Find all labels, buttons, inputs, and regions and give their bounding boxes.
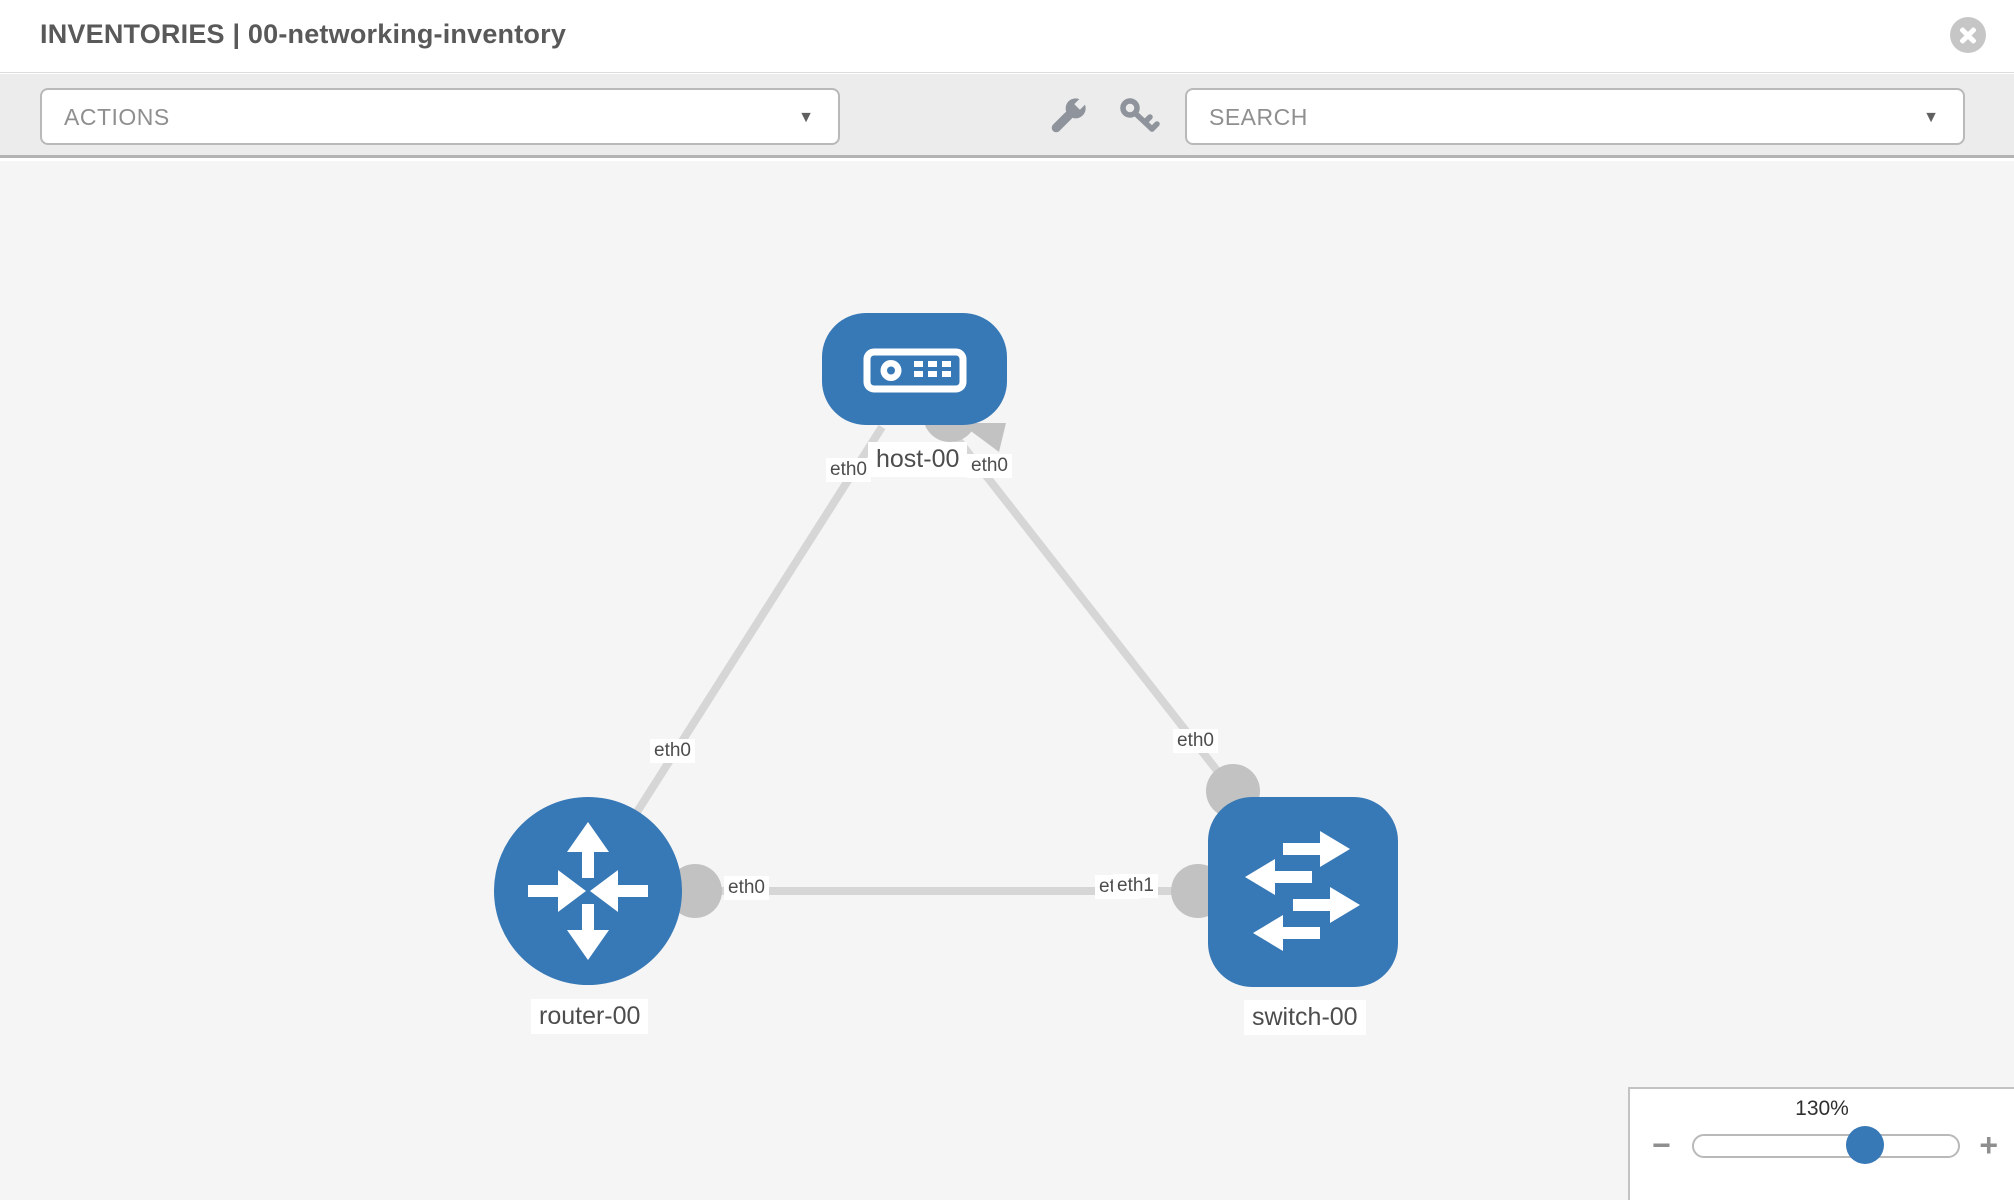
zoom-panel: 130% − + bbox=[1628, 1087, 2014, 1200]
actions-dropdown[interactable]: ACTIONS ▼ bbox=[40, 88, 840, 145]
node-label-switch: switch-00 bbox=[1244, 1000, 1366, 1035]
header: INVENTORIES | 00-networking-inventory bbox=[0, 0, 2014, 73]
interface-label: eth0 bbox=[650, 739, 695, 763]
topology-svg bbox=[494, 313, 1398, 987]
interface-label: eth0 bbox=[724, 876, 769, 900]
host-device-icon bbox=[863, 348, 967, 393]
actions-dropdown-label: ACTIONS bbox=[64, 104, 170, 130]
chevron-down-icon: ▼ bbox=[798, 109, 814, 126]
interface-label: eth0 bbox=[1173, 729, 1218, 753]
search-dropdown-label: SEARCH bbox=[1209, 104, 1308, 130]
links bbox=[633, 424, 1237, 895]
node-host-00[interactable] bbox=[822, 313, 1007, 425]
switch-arrows-icon bbox=[1245, 831, 1360, 951]
search-dropdown[interactable]: SEARCH ▼ bbox=[1185, 88, 1965, 145]
interface-label: eth1 bbox=[1113, 874, 1158, 898]
zoom-slider-track[interactable] bbox=[1692, 1126, 1960, 1164]
zoom-out-button[interactable]: − bbox=[1652, 1127, 1671, 1163]
wrench-icon[interactable] bbox=[1048, 94, 1092, 138]
topology-canvas[interactable]: eth0 host-00 eth0 eth0 eth0 eth0 eth0 et… bbox=[0, 161, 2014, 1200]
zoom-level: 130% bbox=[1795, 1097, 1849, 1120]
interface-label: eth0 bbox=[967, 454, 1012, 478]
node-label-host: host-00 bbox=[868, 442, 968, 477]
connector-router-right[interactable] bbox=[668, 864, 722, 918]
page-title: INVENTORIES | 00-networking-inventory bbox=[40, 19, 567, 49]
key-icon[interactable] bbox=[1118, 96, 1162, 140]
zoom-slider-row: − + bbox=[1630, 1126, 2014, 1171]
node-label-router: router-00 bbox=[531, 999, 649, 1034]
zoom-in-button[interactable]: + bbox=[1979, 1127, 1998, 1163]
interface-label: eth0 bbox=[826, 458, 871, 482]
node-switch-00[interactable] bbox=[1208, 797, 1398, 987]
toolbar: ACTIONS ▼ SEAR bbox=[0, 74, 2014, 158]
connector-host-arrow bbox=[960, 423, 1006, 452]
node-router-00[interactable] bbox=[494, 797, 682, 985]
close-icon[interactable] bbox=[1950, 17, 1986, 53]
router-arrows-icon bbox=[528, 822, 648, 960]
chevron-down-icon: ▼ bbox=[1923, 109, 1939, 126]
zoom-slider-handle[interactable] bbox=[1846, 1126, 1884, 1164]
